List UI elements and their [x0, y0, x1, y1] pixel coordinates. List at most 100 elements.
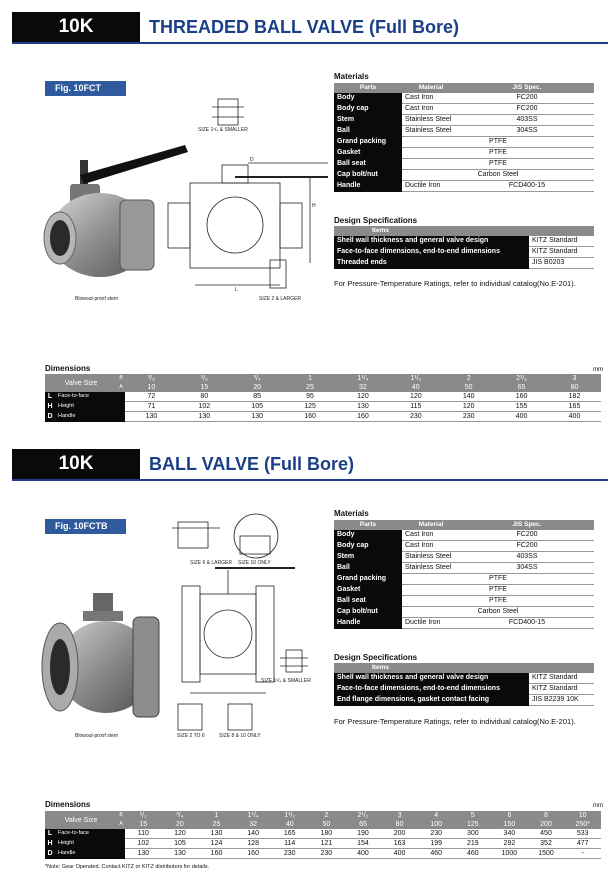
dims-value: 340 — [491, 829, 528, 839]
section2-note: For Pressure-Temperature Ratings, refer … — [334, 717, 576, 726]
dims-value: 130 — [198, 829, 235, 839]
section1-dims-title: Dimensions — [45, 364, 91, 373]
dims-size-b: 1¹/₄ — [234, 811, 272, 820]
dims-value: 85 — [230, 392, 284, 402]
materials-material: Carbon Steel — [402, 606, 594, 618]
materials-part: Grand packing — [334, 573, 402, 585]
materials-material: PTFE — [402, 158, 594, 170]
dims-size-a: 15 — [125, 820, 162, 829]
materials-material: Cast Iron — [402, 93, 460, 104]
dims-value: 160 — [234, 848, 272, 859]
dims-value: 120 — [336, 392, 390, 402]
materials-spec: 403SS — [460, 114, 594, 126]
dims-unit-b: B — [117, 374, 125, 383]
dims-value: 400 — [495, 411, 548, 422]
dims-size-b: 6 — [491, 811, 528, 820]
section2-fig-label: Fig. 10FCTB — [45, 519, 126, 534]
dims-size-b: ³/₄ — [230, 374, 284, 383]
materials-part: Ball seat — [334, 595, 402, 607]
materials-part: Grand packing — [334, 136, 402, 148]
flanged-valve-photo — [41, 593, 160, 718]
section2-header: 10K BALL VALVE (Full Bore) — [12, 449, 608, 481]
design-header-row: Items — [334, 663, 595, 673]
dims-value: 219 — [454, 838, 492, 849]
dims-value: 400 — [381, 848, 418, 859]
dims-row-letter: L — [45, 829, 55, 839]
materials-part: Stem — [334, 551, 402, 563]
dims-value: 165 — [548, 401, 601, 412]
section2-caption-2to6: SIZE 2 TO 6 — [177, 733, 205, 739]
dims-size-a: 40 — [389, 383, 443, 392]
dims-row-label: Face-to-face — [55, 829, 125, 839]
dims-row-label: Height — [55, 401, 125, 412]
section1-caption-small: SIZE 1¹/₄ & SMALLER — [198, 127, 248, 133]
dims-row-letter: D — [45, 411, 55, 422]
dims-size-b: 2¹/₂ — [495, 374, 548, 383]
materials-header-cell: Material — [402, 520, 460, 530]
dims-row-label: Height — [55, 838, 125, 849]
dims-size-b: 1¹/₂ — [389, 374, 443, 383]
dims-size-a: 150 — [491, 820, 528, 829]
dims-row-label: Handle — [55, 848, 125, 859]
dims-value: 460 — [454, 848, 492, 859]
dims-size-a: 25 — [283, 383, 337, 392]
dims-value: 115 — [389, 401, 443, 412]
dims-valve-size-label: Valve Size — [45, 811, 117, 829]
dims-value: 160 — [283, 411, 337, 422]
drawing-dim-d: D — [250, 157, 254, 163]
materials-part: Body cap — [334, 103, 402, 115]
section2-caption-10only: SIZE 10 ONLY — [238, 560, 271, 566]
materials-spec: FC200 — [460, 93, 594, 104]
dims-value: 80 — [177, 392, 231, 402]
dims-value: 154 — [344, 838, 382, 849]
materials-material: PTFE — [402, 147, 594, 159]
dims-size-b: 1¹/₄ — [336, 374, 390, 383]
dims-value: 477 — [564, 838, 601, 849]
dims-value: - — [564, 848, 601, 859]
dims-size-b: 10 — [564, 811, 601, 820]
dims-size-a: 20 — [161, 820, 199, 829]
dims-value: 105 — [161, 838, 199, 849]
dims-size-b: 3 — [548, 374, 601, 383]
dims-value: 120 — [389, 392, 443, 402]
materials-part: Ball — [334, 562, 402, 574]
dims-row-letter: H — [45, 838, 55, 849]
section2-footnote: *Note: Gear Operated. Contact KITZ or KI… — [45, 864, 210, 870]
materials-spec: FCD400-15 — [460, 617, 594, 629]
dims-row-letter: H — [45, 401, 55, 412]
section2-caption-8-10: SIZE 8 & 10 ONLY — [219, 733, 261, 739]
dims-size-a: 250* — [564, 820, 601, 829]
dims-value: 200 — [381, 829, 418, 839]
dims-valve-size-label: Valve Size — [45, 374, 117, 392]
section2-badge: 10K — [12, 449, 140, 479]
dims-unit-a: A — [117, 820, 125, 829]
dims-value: 163 — [381, 838, 418, 849]
dims-value: 533 — [564, 829, 601, 839]
dims-value: 102 — [177, 401, 231, 412]
dims-size-b: ³/₈ — [125, 374, 178, 383]
dims-size-a: 32 — [234, 820, 272, 829]
dims-value: 128 — [234, 838, 272, 849]
dims-value: 140 — [234, 829, 272, 839]
materials-part: Gasket — [334, 584, 402, 596]
materials-material: PTFE — [402, 595, 594, 607]
dims-size-a: 32 — [336, 383, 390, 392]
materials-header-cell: Material — [402, 83, 460, 93]
design-header-row: Items — [334, 226, 595, 236]
section2-caption-small: SIZE 1¹/₄ & SMALLER — [261, 678, 311, 684]
dims-value: 230 — [417, 829, 455, 839]
section1-mm: mm — [593, 367, 603, 373]
dims-size-a: 125 — [454, 820, 492, 829]
